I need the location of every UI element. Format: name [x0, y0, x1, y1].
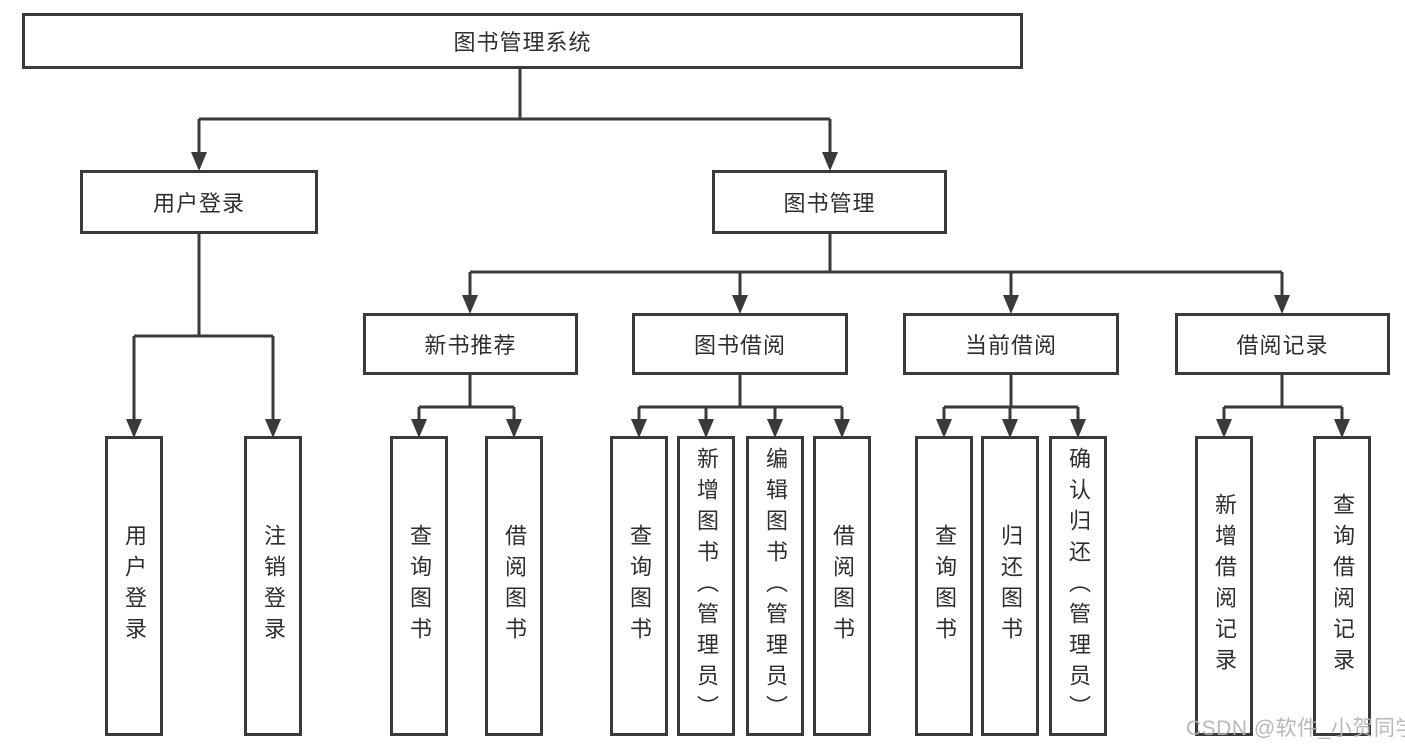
- leaf-query-borrow-record: 查询借阅记录: [1313, 436, 1371, 736]
- leaf-confirm-return-admin: 确认归还（管理员）: [1049, 436, 1107, 736]
- leaf-user-login-label: 用户登录: [122, 524, 147, 648]
- arrow-icon: [822, 152, 838, 171]
- arrow-icon: [834, 419, 850, 438]
- leaf-return-books-label: 归还图书: [998, 524, 1023, 648]
- leaf-borrow-books-recommend-label: 借阅图书: [502, 524, 527, 648]
- arrow-icon: [1334, 419, 1350, 438]
- arrow-icon: [732, 295, 748, 314]
- node-book-borrowing: 图书借阅: [632, 313, 848, 375]
- arrowheads: [126, 152, 1350, 438]
- leaf-logout: 注销登录: [244, 436, 302, 736]
- leaf-query-books-borrow-label: 查询图书: [627, 524, 652, 648]
- leaf-add-borrow-record: 新增借阅记录: [1195, 436, 1253, 736]
- arrow-icon: [265, 419, 281, 438]
- leaf-edit-book-admin-label: 编辑图书（管理员）: [763, 446, 788, 726]
- leaf-edit-book-admin: 编辑图书（管理员）: [746, 436, 804, 736]
- arrow-icon: [1002, 419, 1018, 438]
- arrow-icon: [1003, 295, 1019, 314]
- arrow-icon: [631, 419, 647, 438]
- leaf-query-borrow-record-label: 查询借阅记录: [1330, 493, 1355, 679]
- leaf-user-login: 用户登录: [105, 436, 163, 736]
- node-book-borrowing-label: 图书借阅: [693, 333, 786, 358]
- leaf-add-book-admin: 新增图书（管理员）: [677, 436, 735, 736]
- arrow-icon: [698, 419, 714, 438]
- arrow-icon: [1274, 295, 1290, 314]
- node-library-system-label: 图书管理系统: [453, 30, 592, 55]
- leaf-add-borrow-record-label: 新增借阅记录: [1212, 493, 1237, 679]
- node-borrowing-records-label: 借阅记录: [1236, 333, 1329, 358]
- node-user-login-label: 用户登录: [152, 191, 245, 216]
- node-current-borrowing-label: 当前借阅: [964, 333, 1057, 358]
- node-new-book-recommendation-label: 新书推荐: [424, 333, 517, 358]
- leaf-query-books-current-label: 查询图书: [932, 524, 957, 648]
- leaf-query-books-recommend-label: 查询图书: [407, 524, 432, 648]
- node-book-management: 图书管理: [712, 170, 947, 234]
- connector-path: [132, 69, 1344, 421]
- node-library-system: 图书管理系统: [22, 13, 1023, 69]
- arrow-icon: [767, 419, 783, 438]
- arrow-icon: [936, 419, 952, 438]
- leaf-query-books-current: 查询图书: [915, 436, 973, 736]
- leaf-borrow-books-recommend: 借阅图书: [485, 436, 543, 736]
- leaf-add-book-admin-label: 新增图书（管理员）: [694, 446, 719, 726]
- node-book-management-label: 图书管理: [783, 191, 876, 216]
- node-current-borrowing: 当前借阅: [903, 313, 1119, 375]
- arrow-icon: [411, 419, 427, 438]
- arrow-icon: [191, 152, 207, 171]
- node-borrowing-records: 借阅记录: [1175, 313, 1390, 375]
- csdn-watermark: CSDN @软件_小贺同学: [1186, 717, 1405, 740]
- arrow-icon: [1070, 419, 1086, 438]
- leaf-borrow-books-label: 借阅图书: [830, 524, 855, 648]
- arrow-icon: [126, 419, 142, 438]
- arrow-icon: [1216, 419, 1232, 438]
- leaf-query-books-recommend: 查询图书: [390, 436, 448, 736]
- leaf-logout-label: 注销登录: [261, 524, 286, 648]
- node-user-login: 用户登录: [80, 170, 318, 234]
- arrow-icon: [462, 295, 478, 314]
- leaf-query-books-borrow: 查询图书: [610, 436, 668, 736]
- arrow-icon: [506, 419, 522, 438]
- leaf-borrow-books: 借阅图书: [813, 436, 871, 736]
- node-new-book-recommendation: 新书推荐: [363, 313, 578, 375]
- leaf-return-books: 归还图书: [981, 436, 1039, 736]
- leaf-confirm-return-admin-label: 确认归还（管理员）: [1066, 446, 1091, 726]
